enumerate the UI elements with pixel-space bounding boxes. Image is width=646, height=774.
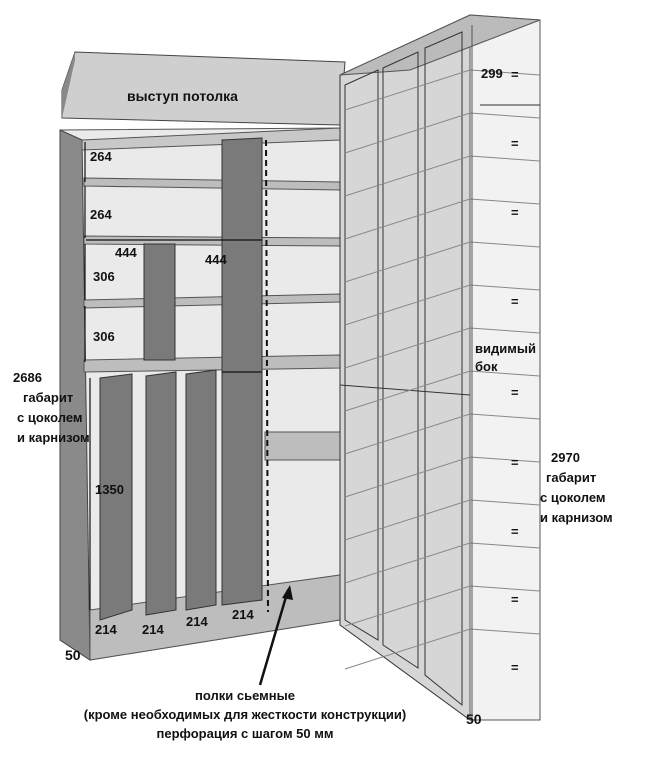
- right-shelf: [344, 284, 541, 326]
- equal-mark: =: [511, 294, 519, 309]
- right-shelf: [344, 69, 541, 111]
- dim-width-right: 444: [205, 252, 227, 267]
- dim-shelf-4: 306: [93, 329, 115, 344]
- dim-base-left: 50: [65, 647, 81, 663]
- left-overall-value: 2686: [13, 370, 42, 385]
- visible-side-line: видимый: [475, 341, 536, 356]
- right-shelf: [344, 456, 541, 498]
- right-overall-label: 2970 габарит с цоколем и карнизом: [540, 448, 613, 528]
- ceiling-ledge-label: выступ потолка: [127, 88, 238, 104]
- left-overall-line: габарит: [23, 390, 74, 405]
- right-shelf: [344, 499, 541, 541]
- dim-shelf-3: 306: [93, 269, 115, 284]
- note-line: перфорация с шагом 50 мм: [156, 726, 334, 741]
- right-overall-line: габарит: [546, 470, 597, 485]
- dim-shelf-1: 264: [90, 149, 112, 164]
- right-overall-line: и карнизом: [540, 510, 613, 525]
- equal-mark: =: [511, 660, 519, 675]
- equal-mark: =: [511, 385, 519, 400]
- dim-bottom-width: 214: [142, 622, 164, 637]
- right-shelf: [344, 370, 541, 412]
- right-shelf: [344, 327, 541, 369]
- left-overall-line: и карнизом: [17, 430, 90, 445]
- right-shelf: [344, 628, 541, 670]
- shelves-note: полки сьемные (кроме необходимых для жес…: [40, 686, 450, 743]
- right-shelf: [344, 585, 541, 627]
- right-shelf: [344, 198, 541, 240]
- right-cabinet-front: [339, 14, 471, 721]
- dim-lower-height: 1350: [95, 482, 124, 497]
- left-overall-label: 2686 габарит с цоколем и карнизом: [10, 368, 90, 448]
- dim-base-right: 50: [466, 711, 482, 727]
- right-shelf: [344, 241, 541, 283]
- visible-side-line: бок: [475, 359, 498, 374]
- visible-side-label: видимый бок: [475, 340, 536, 376]
- dim-width-left: 444: [115, 245, 137, 260]
- right-shelf: [344, 413, 541, 455]
- dim-shelf-2: 264: [90, 207, 112, 222]
- right-overall-value: 2970: [551, 450, 580, 465]
- equal-mark: =: [511, 136, 519, 151]
- note-line: полки сьемные: [195, 688, 295, 703]
- equal-mark: =: [511, 67, 519, 82]
- dim-bottom-width: 214: [232, 607, 254, 622]
- right-overall-line: с цоколем: [540, 490, 606, 505]
- equal-mark: =: [511, 455, 519, 470]
- dim-bottom-width: 214: [95, 622, 117, 637]
- right-shelf: [344, 112, 541, 154]
- dim-top-right: 299: [481, 66, 503, 81]
- ceiling-ledge: [61, 51, 346, 126]
- equal-mark: =: [511, 592, 519, 607]
- dim-bottom-width: 214: [186, 614, 208, 629]
- left-overall-line: с цоколем: [17, 410, 83, 425]
- equal-mark: =: [511, 205, 519, 220]
- right-shelf: [344, 155, 541, 197]
- note-line: (кроме необходимых для жесткости констру…: [83, 707, 407, 722]
- equal-mark: =: [511, 524, 519, 539]
- right-shelf: [344, 542, 541, 584]
